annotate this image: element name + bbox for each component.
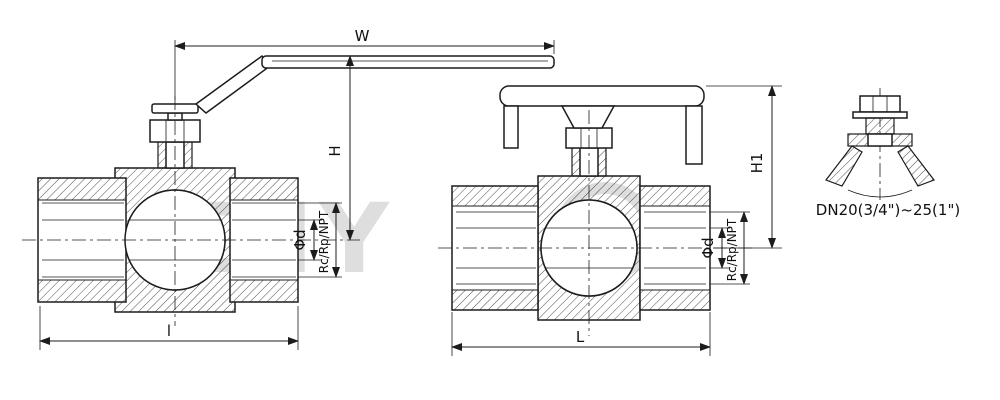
detail-ball-arc	[847, 189, 913, 198]
left-valve-view	[22, 54, 555, 326]
detail-body-left	[825, 145, 863, 187]
dim-label-length: L	[576, 328, 585, 346]
stem-detail-view: DN20(3/4")~25(1")	[816, 88, 960, 219]
dim-label-w: W	[355, 27, 370, 45]
dim-label-thread: Rc/Rp/NPT	[317, 210, 331, 273]
detail-washer	[852, 111, 908, 119]
wing-handle	[499, 85, 705, 165]
detail-stem	[865, 117, 895, 135]
detail-body-right	[897, 145, 935, 187]
lever-handle	[151, 54, 555, 114]
dim-label-h1: H1	[748, 153, 766, 174]
dim-label-thread: Rc/Rp/NPT	[725, 218, 739, 281]
left-valve-dimensions: W H Φd Rc/Rp/NPT l	[39, 27, 555, 350]
dim-label-h: H	[326, 145, 344, 156]
dim-label-phid: Φd	[291, 229, 309, 250]
dim-label-phid: Φd	[699, 237, 717, 258]
middle-valve-view	[438, 85, 756, 336]
middle-valve-dimensions: H1 Φd Rc/Rp/NPT L	[451, 85, 782, 356]
dim-label-length: l	[167, 322, 171, 340]
detail-nut	[859, 95, 901, 113]
detail-size-range-label: DN20(3/4")~25(1")	[816, 201, 960, 219]
